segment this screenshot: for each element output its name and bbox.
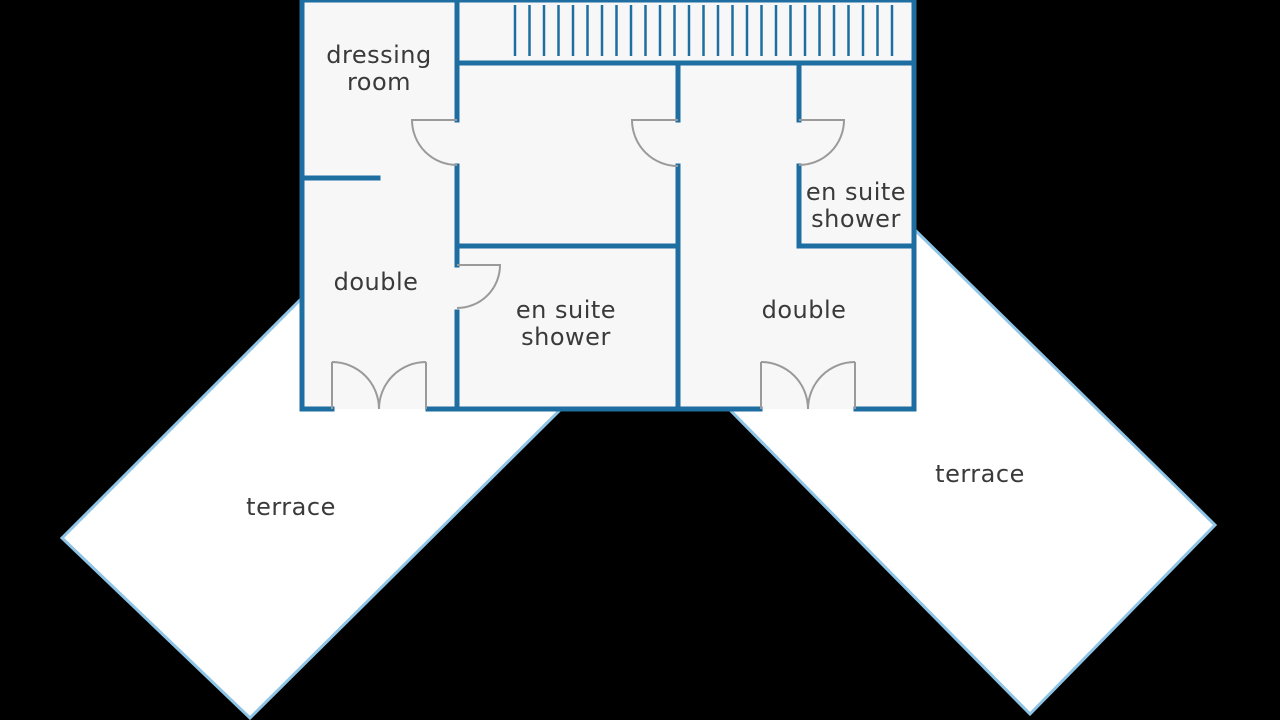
double-door-icon xyxy=(331,361,427,410)
double-left-label: double xyxy=(334,268,419,296)
building-floor xyxy=(302,0,914,409)
door-swing-icon xyxy=(410,119,458,166)
double-right-label: double xyxy=(762,296,847,324)
ensuite-left-label: en suite xyxy=(516,296,616,324)
terrace-right-label: terrace xyxy=(935,460,1025,488)
dressing-room-label-line2: room xyxy=(347,68,411,96)
ensuite-right-label: en suite xyxy=(806,178,906,206)
dressing-room-label: dressing xyxy=(326,41,431,69)
ensuite-right-label-line2: shower xyxy=(811,205,901,233)
doors xyxy=(331,119,856,410)
ensuite-left-label-line2: shower xyxy=(521,323,611,351)
door-swing-icon xyxy=(456,264,502,309)
terrace-left-label: terrace xyxy=(246,493,336,521)
door-swing-icon xyxy=(630,119,679,167)
walls xyxy=(299,0,917,412)
staircase-icon xyxy=(513,5,894,56)
double-door-icon xyxy=(760,361,856,410)
door-swing-icon xyxy=(798,119,846,166)
